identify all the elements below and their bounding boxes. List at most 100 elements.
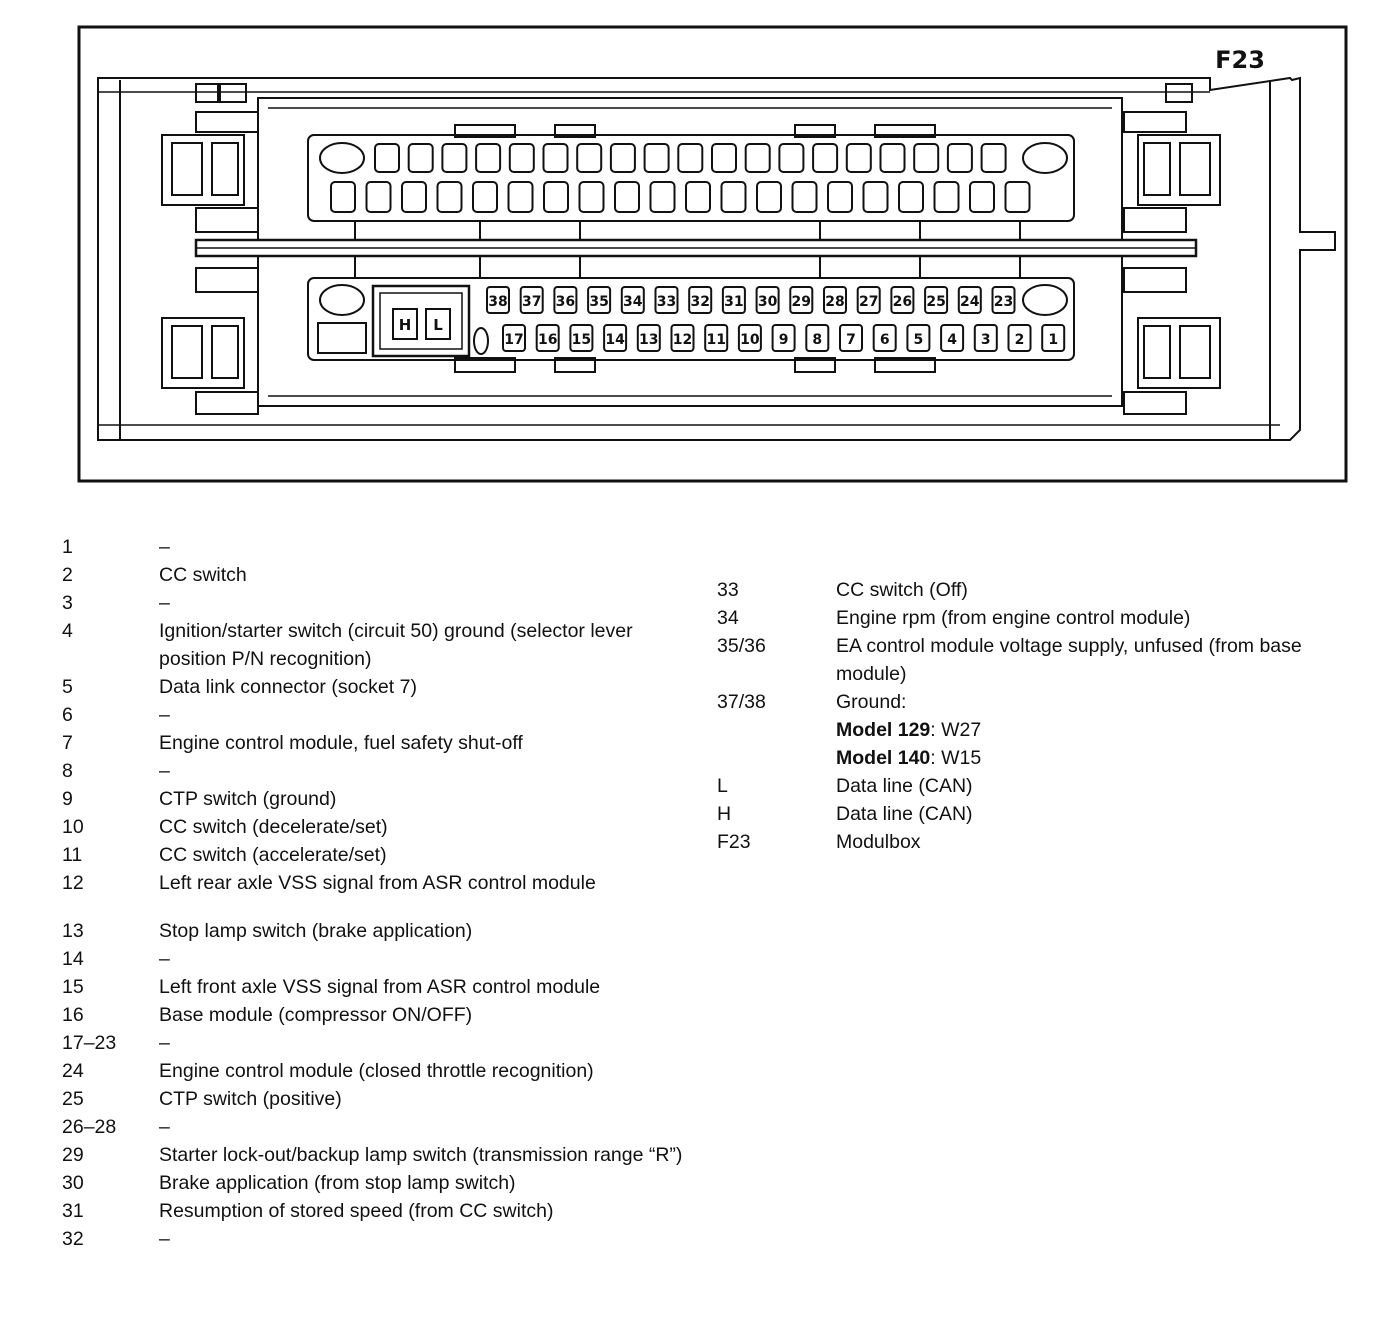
upper-cavity-bottom bbox=[472, 181, 498, 213]
legend-key: 1 bbox=[62, 536, 73, 558]
oval-lower-left bbox=[319, 284, 365, 316]
can-box bbox=[371, 284, 471, 358]
upper-cavity-bottom bbox=[898, 181, 924, 213]
legend-row: L Data line (CAN) bbox=[717, 772, 1357, 800]
legend-value: CC switch (accelerate/set) bbox=[159, 844, 387, 866]
upper-cavity-top bbox=[946, 143, 973, 173]
legend-key: 8 bbox=[62, 760, 73, 782]
legend-key: 24 bbox=[62, 1060, 84, 1082]
can-pin-label: L bbox=[433, 316, 443, 334]
legend-key: 5 bbox=[62, 676, 73, 698]
legend-value: – bbox=[159, 1032, 170, 1054]
pin-label: 24 bbox=[960, 294, 980, 310]
upper-cavity-bottom bbox=[862, 181, 889, 213]
legend-model: Model 129 bbox=[836, 719, 931, 741]
legend-key: 30 bbox=[62, 1172, 84, 1194]
pin-28 bbox=[823, 286, 847, 314]
pin-label: 37 bbox=[522, 294, 541, 310]
legend-value: CC switch bbox=[159, 564, 247, 586]
pin-label: 5 bbox=[914, 332, 924, 348]
upper-cavity-top bbox=[576, 143, 603, 173]
pin-17 bbox=[502, 324, 526, 352]
legend-key: 34 bbox=[717, 607, 739, 629]
pin-24 bbox=[957, 286, 982, 314]
legend-key: 3 bbox=[62, 592, 73, 614]
pin-label: 2 bbox=[1015, 332, 1025, 348]
legend-key: F23 bbox=[717, 831, 751, 853]
pin-36 bbox=[553, 286, 578, 314]
legend-value: – bbox=[159, 760, 170, 782]
upper-cavity-bottom bbox=[543, 181, 569, 213]
legend-value: Data line (CAN) bbox=[836, 803, 973, 825]
lower-housing bbox=[257, 255, 1123, 407]
legend-value: – bbox=[159, 704, 170, 726]
upper-cavity-bottom bbox=[827, 181, 853, 213]
upper-cavity-bottom bbox=[969, 181, 995, 213]
upper-cavity-bottom bbox=[720, 181, 747, 213]
legend-value: CTP switch (positive) bbox=[159, 1088, 342, 1110]
legend-row: 34 Engine rpm (from engine control module… bbox=[717, 604, 1357, 632]
pin-30 bbox=[755, 286, 780, 314]
pin-label: 6 bbox=[880, 332, 890, 348]
pin-label: 27 bbox=[859, 294, 878, 310]
legend-key: 16 bbox=[62, 1004, 84, 1026]
legend-key: 37/38 bbox=[717, 691, 766, 713]
pin-label: 25 bbox=[926, 294, 945, 310]
can-pin-H bbox=[392, 308, 418, 340]
legend-key: 2 bbox=[62, 564, 73, 586]
upper-cavity-top bbox=[711, 143, 737, 173]
legend-value: Engine rpm (from engine control module) bbox=[836, 607, 1191, 629]
pin-4 bbox=[940, 324, 965, 352]
upper-cavity-bottom bbox=[933, 181, 960, 213]
legend-value: EA control module voltage supply, unfuse… bbox=[836, 635, 1302, 685]
legend-model-value: : W27 bbox=[930, 719, 982, 741]
pin-32 bbox=[688, 286, 713, 314]
legend-value: CC switch (decelerate/set) bbox=[159, 816, 388, 838]
legend-value: CC switch (Off) bbox=[836, 579, 968, 601]
legend-key: 10 bbox=[62, 816, 84, 838]
legend-key: 4 bbox=[62, 620, 73, 642]
upper-cavity-top bbox=[609, 143, 636, 173]
pin-35 bbox=[587, 286, 612, 314]
legend-key: L bbox=[717, 775, 728, 797]
legend-value: Data line (CAN) bbox=[836, 775, 973, 797]
pin-37 bbox=[519, 286, 544, 314]
pin-label: 34 bbox=[623, 294, 643, 310]
legend-value: Left front axle VSS signal from ASR cont… bbox=[159, 976, 601, 998]
upper-cavity-bottom bbox=[614, 181, 640, 213]
upper-cavity-bottom bbox=[436, 181, 463, 213]
left-latches bbox=[161, 83, 259, 415]
upper-cavity-bottom bbox=[401, 181, 427, 213]
legend-value: Engine control module, fuel safety shut-… bbox=[159, 732, 523, 754]
pin-label: 10 bbox=[740, 332, 760, 348]
legend-key: 12 bbox=[62, 872, 84, 894]
pin-33 bbox=[654, 286, 679, 314]
pin-label: 35 bbox=[589, 294, 608, 310]
upper-cavity-bottom bbox=[578, 181, 605, 213]
upper-cavity-bottom bbox=[791, 181, 818, 213]
upper-cavity-top bbox=[812, 143, 839, 173]
pin-label: 4 bbox=[947, 332, 957, 348]
pin-26 bbox=[890, 286, 915, 314]
pin-34 bbox=[620, 286, 645, 314]
legend-value: – bbox=[159, 948, 170, 970]
diagram-frame bbox=[77, 25, 1348, 483]
legend-value: Ground: bbox=[836, 691, 907, 713]
legend-row: 14– bbox=[62, 945, 702, 973]
pin-11 bbox=[704, 324, 729, 352]
pin-label: 28 bbox=[825, 294, 844, 310]
legend-key: 32 bbox=[62, 1228, 84, 1250]
